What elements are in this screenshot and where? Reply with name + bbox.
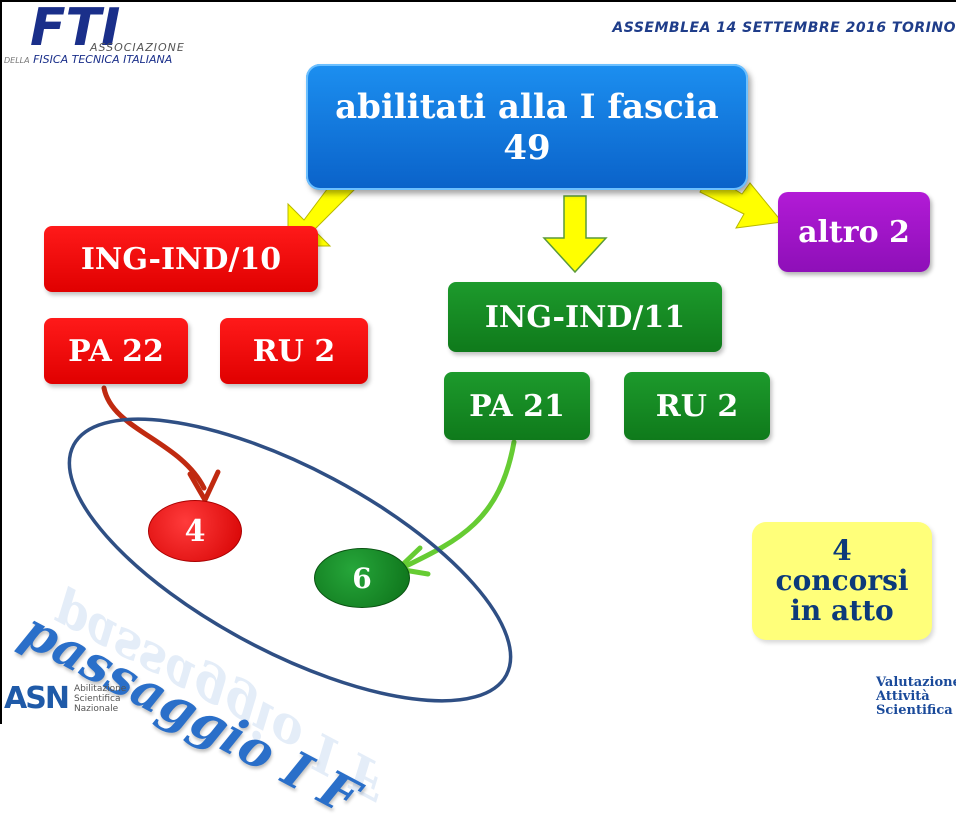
vas-logo-line1: Valutazione	[876, 675, 956, 690]
slide-frame	[0, 0, 956, 724]
abilitati-count: 49	[503, 128, 551, 168]
ing11-pa-box: PA 21	[444, 372, 590, 440]
asn-logo-mark: ASN	[4, 681, 70, 716]
ing-ind-10-box: ING-IND/10	[44, 226, 318, 292]
green-count-oval: 6	[314, 548, 410, 608]
asn-logo: ASN Abilitazione Scientifica Nazionale	[4, 681, 126, 716]
abilitati-title: abilitati alla I fascia	[335, 87, 719, 127]
vas-logo-line3: Scientifica	[876, 703, 953, 718]
concorsi-status: in atto	[790, 594, 894, 627]
vas-logo: Valutazione Attività Scientifica	[876, 676, 956, 724]
asn-logo-line1: Abilitazione	[73, 684, 127, 694]
asn-logo-text: Abilitazione Scientifica Nazionale	[74, 684, 126, 714]
red-arrow-curve	[101, 385, 207, 491]
event-header: ASSEMBLEA 14 SETTEMBRE 2016 TORINO	[612, 20, 956, 36]
ing10-pa-box: PA 22	[44, 318, 188, 384]
red-count-oval: 4	[148, 500, 242, 562]
fti-logo-mark: FTI	[30, 0, 121, 58]
passaggio-ellipse	[67, 417, 513, 703]
fti-logo-fullname: FISICA TECNICA ITALIANA	[33, 53, 173, 66]
fti-logo-name: DELLA FISICA TECNICA ITALIANA	[4, 53, 172, 66]
concorsi-word: concorsi	[775, 564, 909, 597]
vas-logo-line2: Attività	[876, 689, 930, 704]
asn-logo-line2: Scientifica	[73, 694, 121, 704]
fti-logo-prefix: DELLA	[4, 56, 30, 65]
concorsi-note: 4 concorsi in atto	[752, 522, 932, 640]
fti-logo-assoc: ASSOCIAZIONE	[90, 41, 185, 54]
ing-ind-11-box: ING-IND/11	[448, 282, 722, 352]
concorsi-count: 4	[832, 534, 852, 567]
abilitati-box: abilitati alla I fascia 49	[306, 64, 748, 190]
green-arrow-curve	[399, 439, 517, 571]
altro-box: altro 2	[778, 192, 930, 272]
asn-logo-line3: Nazionale	[73, 704, 119, 714]
ing10-ru-box: RU 2	[220, 318, 368, 384]
ing11-ru-box: RU 2	[624, 372, 770, 440]
arrow-to-ing11	[542, 195, 608, 274]
